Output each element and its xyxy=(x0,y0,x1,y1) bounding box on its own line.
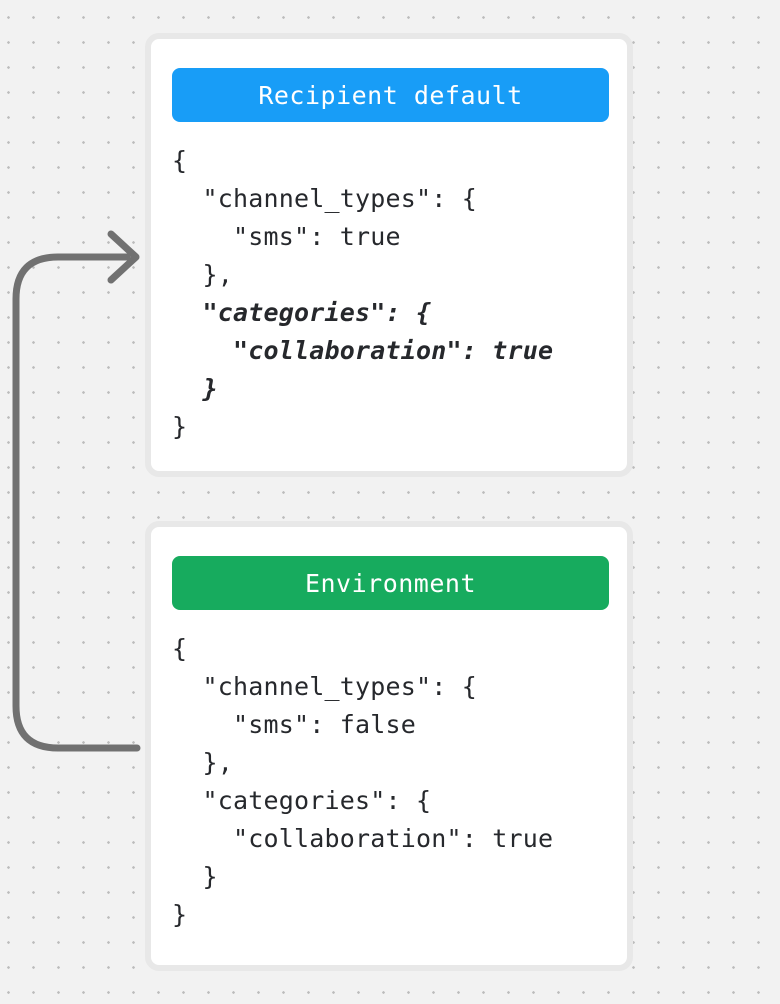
code-line: "categories": { xyxy=(172,786,432,815)
arrow-path xyxy=(12,230,141,752)
code-line: "collaboration": true xyxy=(172,336,554,365)
code-line: "sms": true xyxy=(172,222,401,251)
code-line: "channel_types": { xyxy=(172,672,478,701)
environment-code-block: { "channel_types": { "sms": false }, "ca… xyxy=(172,630,617,934)
recipient-default-card: Recipient default { "channel_types": { "… xyxy=(145,33,633,477)
code-line: "sms": false xyxy=(172,710,417,739)
recipient-default-header: Recipient default xyxy=(172,68,609,122)
code-line: { xyxy=(172,146,188,175)
code-line: "collaboration": true xyxy=(172,824,554,853)
code-line: { xyxy=(172,634,188,663)
arrow-head-icon xyxy=(107,230,140,284)
code-line: "channel_types": { xyxy=(172,184,478,213)
code-line: } xyxy=(172,374,218,403)
code-line: }, xyxy=(172,260,234,289)
code-line: } xyxy=(172,900,188,929)
code-line: "categories": { xyxy=(172,298,432,327)
code-line: } xyxy=(172,412,188,441)
recipient-default-code-block: { "channel_types": { "sms": true }, "cat… xyxy=(172,142,617,446)
code-line: } xyxy=(172,862,218,891)
environment-card: Environment { "channel_types": { "sms": … xyxy=(145,521,633,971)
recipient-default-title: Recipient default xyxy=(258,80,523,110)
environment-title: Environment xyxy=(304,568,477,598)
environment-header: Environment xyxy=(172,556,609,610)
code-line: }, xyxy=(172,748,234,777)
